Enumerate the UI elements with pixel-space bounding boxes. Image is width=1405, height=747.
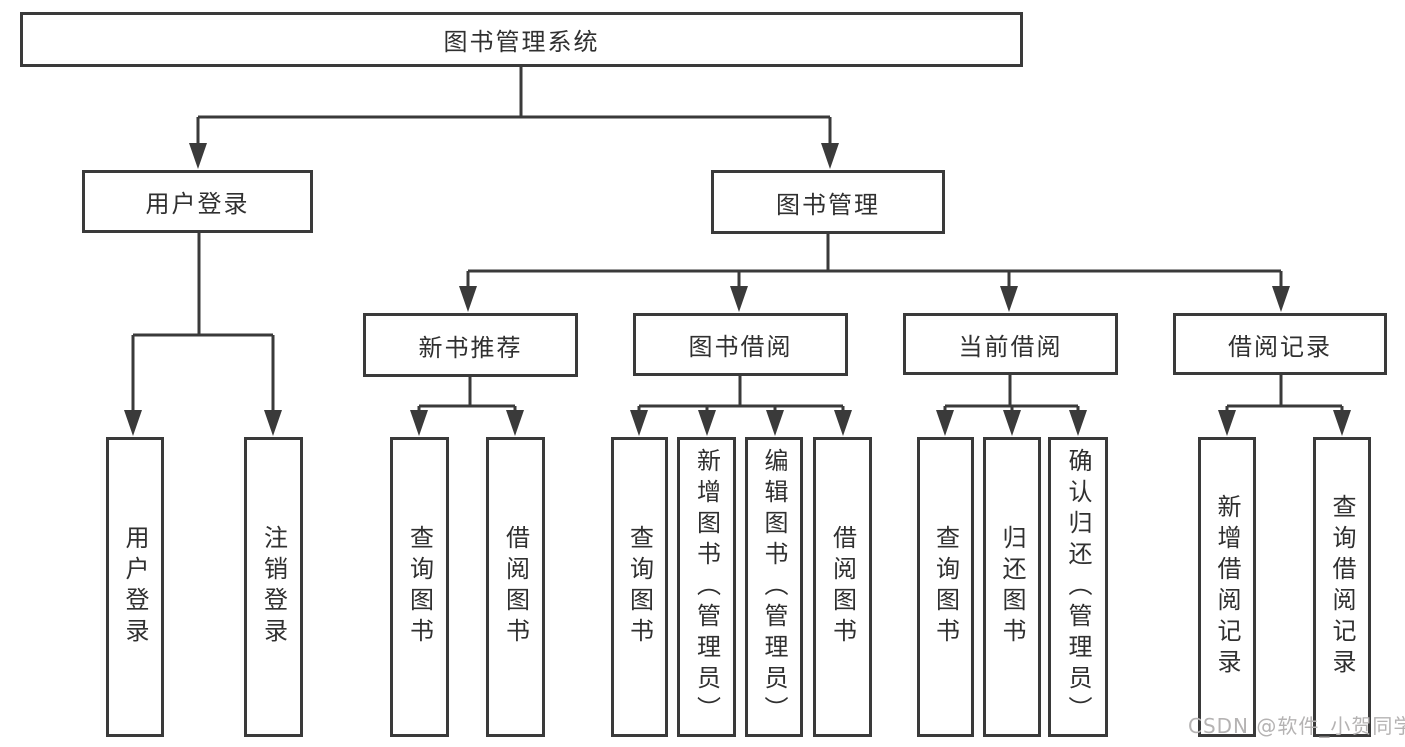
leaf-add-book-admin: 新增图书（管理员） (677, 437, 736, 737)
leaf-edit-book-admin: 编辑图书（管理员） (745, 437, 803, 737)
arrowhead-icon (730, 286, 748, 312)
arrowhead-icon (1272, 286, 1290, 312)
node-current-borrow: 当前借阅 (903, 313, 1118, 375)
arrowhead-icon (936, 410, 954, 436)
arrowhead-group (124, 143, 1351, 436)
node-book-management: 图书管理 (711, 170, 945, 234)
leaf-query-borrow-record: 查询借阅记录 (1313, 437, 1371, 737)
node-library-system: 图书管理系统 (20, 12, 1023, 67)
node-borrow-records: 借阅记录 (1173, 313, 1387, 375)
leaf-logout: 注销登录 (244, 437, 303, 737)
arrowhead-icon (124, 410, 142, 436)
leaf-borrow-books-borrow: 借阅图书 (813, 437, 872, 737)
leaf-query-books-current: 查询图书 (917, 437, 974, 737)
arrowhead-icon (506, 410, 524, 436)
leaf-borrow-books-recommend: 借阅图书 (486, 437, 545, 737)
arrowhead-icon (834, 410, 852, 436)
arrowhead-icon (1069, 410, 1087, 436)
csdn-watermark: CSDN @软件_小贺同学 (1188, 714, 1405, 738)
arrowhead-icon (1218, 410, 1236, 436)
arrowhead-icon (821, 143, 839, 169)
leaf-user-login: 用户登录 (106, 437, 164, 737)
arrowhead-icon (264, 410, 282, 436)
arrowhead-icon (410, 410, 428, 436)
arrowhead-icon (1000, 286, 1018, 312)
leaf-add-borrow-record: 新增借阅记录 (1198, 437, 1256, 737)
node-book-borrow: 图书借阅 (633, 313, 848, 376)
node-user-login: 用户登录 (82, 170, 313, 233)
connector-path (131, 67, 1344, 412)
leaf-query-books-recommend: 查询图书 (390, 437, 449, 737)
arrowhead-icon (698, 410, 716, 436)
node-new-book-recommend: 新书推荐 (363, 313, 578, 377)
arrowhead-icon (630, 410, 648, 436)
leaf-return-books: 归还图书 (983, 437, 1041, 737)
arrowhead-icon (1003, 410, 1021, 436)
leaf-query-books-borrow: 查询图书 (611, 437, 668, 737)
arrowhead-icon (459, 286, 477, 312)
arrowhead-icon (189, 143, 207, 169)
arrowhead-icon (1333, 410, 1351, 436)
arrowhead-icon (766, 410, 784, 436)
leaf-confirm-return-admin: 确认归还（管理员） (1048, 437, 1108, 737)
